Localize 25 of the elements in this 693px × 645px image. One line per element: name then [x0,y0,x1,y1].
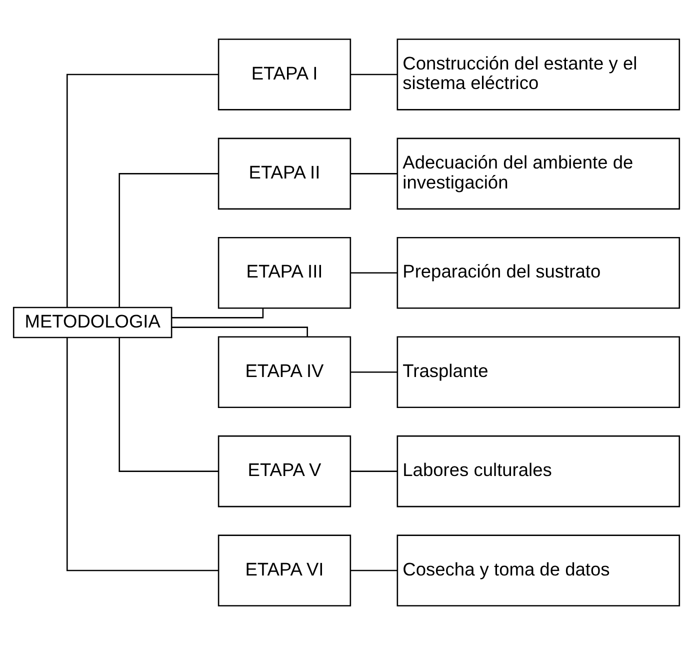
connector [172,326,308,337]
connector [118,338,218,472]
node-box: Preparación del sustrato [396,237,680,309]
node-box: Cosecha y toma de datos [396,534,680,606]
node-box: Adecuación del ambiente de investigación [396,138,680,210]
node-box: ETAPA V [218,435,352,508]
node-box: ETAPA II [218,138,352,210]
connector [350,74,398,76]
connector [350,272,398,274]
node-box: Labores culturales [396,435,680,508]
connector [66,74,218,308]
node-box: ETAPA III [218,237,352,309]
connector [350,371,398,373]
node-box: Trasplante [396,336,680,408]
node-box: METODOLOGIA [12,306,172,338]
connector [350,173,398,174]
node-box: Construcción del estante y el sistema eléctrico [396,38,680,110]
connector [118,173,218,308]
connector [172,308,264,318]
node-box: ETAPA VI [218,534,352,606]
node-box: ETAPA IV [218,336,352,408]
node-box: ETAPA I [218,38,352,110]
connector [350,570,398,572]
connector [66,338,218,572]
connector [350,470,398,472]
